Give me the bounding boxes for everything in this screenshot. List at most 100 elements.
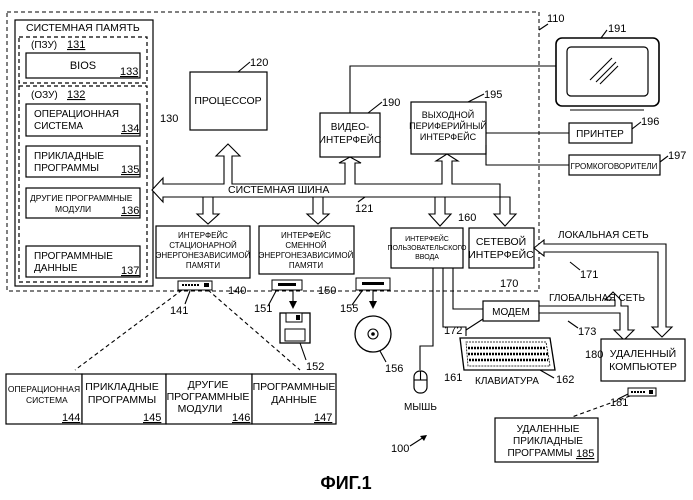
speakers-ref: 197 — [668, 150, 686, 162]
wan-ref: 173 — [578, 326, 596, 338]
lan-ref: 171 — [580, 269, 598, 281]
bios-ref: 133 — [120, 66, 138, 78]
disk-os-ref: 144 — [62, 412, 80, 424]
apps-line2: ПРОГРАММЫ — [34, 163, 99, 174]
remote-computer-box — [601, 339, 685, 381]
mouse-label: МЫШЬ — [404, 402, 437, 413]
disk-other-line3: МОДУЛИ — [178, 403, 223, 415]
lan-arrow — [534, 240, 672, 337]
remote-disk-icon — [628, 388, 656, 396]
ui-to-modem-line — [453, 268, 483, 309]
output-leader — [468, 94, 484, 102]
os-line1: ОПЕРАЦИОННАЯ — [34, 109, 119, 120]
disk-apps-line2: ПРОГРАММЫ — [88, 394, 156, 406]
floppy-leader — [300, 343, 306, 360]
ram-ref: 132 — [67, 89, 85, 101]
remote-apps-line1: УДАЛЕННЫЕ — [517, 424, 580, 435]
hard-disk-dash-left — [75, 290, 182, 370]
bus-ref-leader — [358, 197, 365, 202]
system-bus-label: СИСТЕМНАЯ ШИНА — [228, 184, 329, 196]
disk-apps-line1: ПРИКЛАДНЫЕ — [85, 381, 158, 393]
output-peripheral-line3: ИНТЕРФЕЙС — [420, 131, 477, 142]
user-input-if-line2: ПОЛЬЗОВАТЕЛЬСКОГО — [388, 245, 468, 252]
optical-disk-icon — [355, 316, 391, 352]
processor-label: ПРОЦЕССОР — [194, 95, 261, 107]
figure-caption: ФИГ.1 — [320, 473, 371, 493]
video-interface-line1: ВИДЕО- — [331, 122, 369, 133]
printer-ref: 196 — [641, 116, 659, 128]
remote-apps-ref: 185 — [576, 448, 594, 460]
bios-label: BIOS — [70, 60, 96, 72]
output-peripheral-ref: 195 — [484, 89, 502, 101]
video-leader — [368, 102, 382, 113]
computer-ref: 110 — [547, 13, 565, 25]
system-memory: СИСТЕМНАЯ ПАМЯТЬ 130 (ПЗУ) 131 BIOS 133 … — [15, 20, 178, 286]
floppy-arrow-head — [289, 301, 297, 309]
apps-ref: 135 — [121, 164, 139, 176]
os-line2: СИСТЕМА — [34, 121, 83, 132]
nonremovable-if-ref: 140 — [228, 285, 246, 297]
other-modules-ref: 136 — [121, 205, 139, 217]
remote-apps-line2: ПРИКЛАДНЫЕ — [513, 436, 583, 447]
remote-computer-ref: 180 — [585, 349, 603, 361]
network-if-ref: 170 — [500, 278, 518, 290]
keyboard-label: КЛАВИАТУРА — [475, 376, 539, 387]
overall-ref: 100 — [391, 443, 409, 455]
disk-os-line1: ОПЕРАЦИОННАЯ — [8, 384, 80, 394]
removable-if-line1: ИНТЕРФЕЙС — [281, 231, 331, 240]
os-ref: 134 — [121, 123, 139, 135]
disk-other-line2: ПРОГРАММНЫЕ — [167, 391, 250, 403]
removable-if-line3: ЭНЕРГОНЕЗАВИСИМОЙ — [259, 251, 354, 260]
wan-leader — [568, 321, 578, 328]
monitor-leader — [601, 30, 607, 38]
wan-label: ГЛОБАЛЬНАЯ СЕТЬ — [549, 293, 645, 304]
nonremovable-if-line2: СТАЦИОНАРНОЙ — [169, 241, 237, 250]
removable-if-line4: ПАМЯТИ — [289, 261, 323, 270]
processor-leader — [238, 62, 250, 72]
floppy-drive-ref: 151 — [254, 303, 272, 315]
program-data-line2: ДАННЫЕ — [34, 263, 78, 274]
speakers-leader — [660, 156, 668, 162]
modem-ref: 172 — [444, 325, 462, 337]
program-data-line1: ПРОГРАММНЫЕ — [34, 251, 113, 262]
disk-data-line1: ПРОГРАММНЫЕ — [253, 381, 336, 393]
remote-computer-line1: УДАЛЕННЫЙ — [610, 347, 676, 360]
rom-label: (ПЗУ) — [31, 40, 57, 51]
optical-arrow-head — [369, 301, 377, 309]
disk-contents: ОПЕРАЦИОННАЯ СИСТЕМА 144 ПРИКЛАДНЫЕ ПРОГ… — [6, 374, 336, 424]
network-if-box — [469, 228, 534, 268]
hard-disk-leader — [185, 291, 190, 304]
modem-label: МОДЕМ — [492, 307, 530, 318]
modem-leader — [466, 319, 483, 330]
mouse-icon — [414, 371, 427, 393]
network-if-line2: ИНТЕРФЕЙС — [468, 248, 534, 261]
user-input-if-line1: ИНТЕРФЕЙС — [405, 234, 449, 243]
keyboard-leader — [540, 370, 554, 378]
user-input-if-ref: 160 — [458, 212, 476, 224]
remote-apps-line3: ПРОГРАММЫ — [507, 448, 572, 459]
mouse-ref: 161 — [444, 372, 462, 384]
user-input-if-line3: ВВОДА — [415, 254, 439, 261]
optical-disk-leader — [380, 351, 386, 362]
keyboard-ref: 162 — [556, 374, 574, 386]
disk-apps-ref: 145 — [143, 412, 161, 424]
hard-disk-ref: 141 — [170, 305, 188, 317]
floppy-drive-icon — [272, 280, 302, 290]
lan-label: ЛОКАЛЬНАЯ СЕТЬ — [558, 230, 649, 241]
lan-leader — [570, 262, 580, 270]
network-if-line1: СЕТЕВОЙ — [476, 235, 526, 248]
optical-disk-ref: 156 — [385, 363, 403, 375]
system-memory-label: СИСТЕМНАЯ ПАМЯТЬ — [26, 22, 140, 34]
printer-leader — [632, 122, 641, 129]
speakers-label: ГРОМКОГОВОРИТЕЛИ — [571, 162, 658, 171]
other-modules-line2: МОДУЛИ — [55, 204, 91, 214]
optical-drive-icon — [356, 278, 390, 290]
nonremovable-if-line1: ИНТЕРФЕЙС — [178, 231, 228, 240]
disk-other-line1: ДРУГИЕ — [188, 379, 229, 391]
system-memory-ref: 130 — [160, 113, 178, 125]
keyboard-icon — [460, 338, 555, 370]
processor-ref: 120 — [250, 57, 268, 69]
disk-os-line2: СИСТЕМА — [26, 395, 68, 405]
floppy-ref: 152 — [306, 361, 324, 373]
